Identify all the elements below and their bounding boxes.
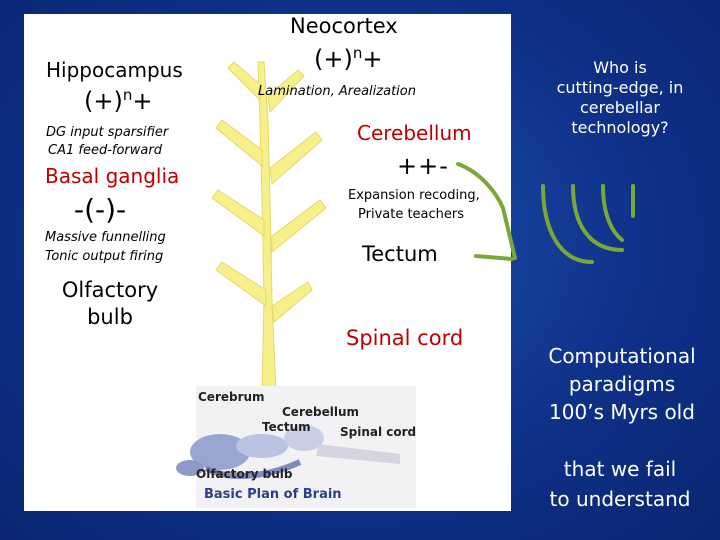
hippocampus-note-2: CA1 feed-forward <box>48 144 162 157</box>
brain-label-cerebellum: Cerebellum <box>282 406 359 418</box>
olfactory-bulb-label-2: bulb <box>50 307 170 328</box>
cerebellum-formula: ++- <box>397 154 449 178</box>
paradigm-line-3: 100’s Myrs old <box>532 398 712 426</box>
hippocampus-title: Hippocampus <box>46 60 183 80</box>
fail-line-2: to understand <box>530 484 710 514</box>
paradigm-line-1: Computational <box>532 342 712 370</box>
basal-ganglia-note-1: Massive funnelling <box>45 231 166 244</box>
olfactory-bulb-label-1: Olfactory <box>50 280 170 301</box>
neocortex-title: Neocortex <box>290 16 398 37</box>
cerebellum-note-1: Expansion recoding, <box>348 189 480 202</box>
basal-ganglia-formula: -(-)- <box>74 196 126 224</box>
brain-label-tectum: Tectum <box>262 421 311 433</box>
hippocampus-note-1: DG input sparsifier <box>46 126 168 139</box>
evolution-tree <box>212 62 326 392</box>
question-line-4: technology? <box>530 118 710 138</box>
brain-label-olfactory-bulb: Olfactory bulb <box>196 468 292 480</box>
tree-branch-right-1 <box>270 132 322 184</box>
brain-label-spinal-cord: Spinal cord <box>340 426 416 438</box>
brain-caption: Basic Plan of Brain <box>204 488 342 501</box>
question-line-1: Who is <box>530 58 710 78</box>
paradigm-line-2: paradigms <box>532 370 712 398</box>
arrow-tectum <box>476 256 512 259</box>
green-arrows <box>458 164 633 262</box>
spinal-cord-label: Spinal cord <box>346 328 463 349</box>
neocortex-formula-exponent: n <box>353 44 363 62</box>
cerebellum-title: Cerebellum <box>357 123 472 143</box>
tree-branch-right-2 <box>272 200 326 252</box>
brain-tectum-shape <box>236 434 288 458</box>
cerebellum-note-2: Private teachers <box>358 208 464 221</box>
arrow-question-2 <box>573 186 622 250</box>
tree-branch-top-left <box>228 62 262 100</box>
question-line-3: cerebellar <box>530 98 710 118</box>
neocortex-formula-plus: + <box>362 45 382 73</box>
fail-text: that we fail to understand <box>530 454 710 514</box>
hippocampus-formula: (+)n+ <box>84 88 152 113</box>
tree-branch-left-1 <box>216 120 262 166</box>
brain-label-cerebrum: Cerebrum <box>198 391 265 403</box>
hippocampus-formula-exponent: n <box>123 86 133 104</box>
neocortex-note: Lamination, Arealization <box>258 85 416 98</box>
paradigm-text: Computational paradigms 100’s Myrs old <box>532 342 712 426</box>
arrow-question-1 <box>543 186 592 262</box>
basal-ganglia-title: Basal ganglia <box>45 166 179 186</box>
neocortex-formula: (+)n+ <box>314 46 382 71</box>
tree-branch-left-2 <box>212 190 264 236</box>
hippocampus-formula-base: (+) <box>84 87 123 115</box>
question-text: Who is cutting-edge, in cerebellar techn… <box>530 58 710 138</box>
hippocampus-formula-plus: + <box>132 87 152 115</box>
fail-line-1: that we fail <box>530 454 710 484</box>
arrow-question-3 <box>603 186 622 240</box>
arrow-cerebellum <box>458 164 515 258</box>
neocortex-formula-base: (+) <box>314 45 353 73</box>
tree-branch-left-3 <box>216 262 266 306</box>
tree-branch-right-3 <box>272 282 312 322</box>
basal-ganglia-note-2: Tonic output firing <box>45 250 163 263</box>
question-line-2: cutting-edge, in <box>530 78 710 98</box>
tectum-label: Tectum <box>362 244 438 265</box>
